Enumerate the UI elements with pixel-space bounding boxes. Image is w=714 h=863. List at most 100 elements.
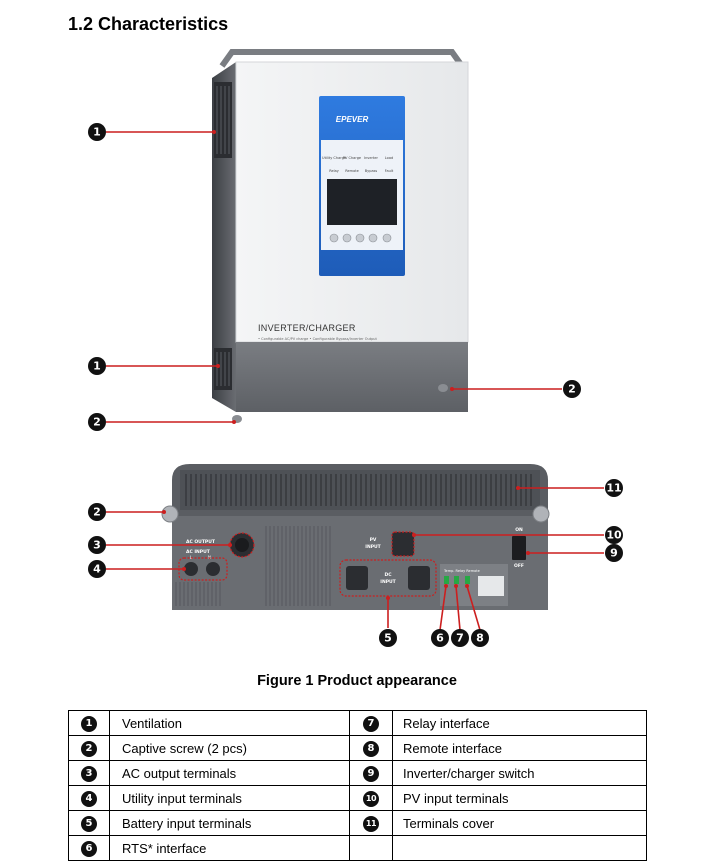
panel-button-left[interactable] <box>342 233 352 243</box>
utility-input-terminal-l <box>184 562 198 576</box>
legend-number-cell: 6 <box>68 835 110 861</box>
switch-on-label: ON <box>515 527 523 533</box>
battery-input-terminal-neg <box>408 566 430 590</box>
legend-number: 6 <box>81 841 97 857</box>
panel-button-right[interactable] <box>355 233 365 243</box>
callout-4: 4 <box>88 560 106 578</box>
bottom-view-leaders <box>106 486 604 631</box>
legend-row: 4 Utility input terminals 10 PV input termi… <box>68 785 647 811</box>
legend-label: PV input terminals <box>392 785 647 811</box>
legend-row: 1 Ventilation 7 Relay interface <box>68 710 647 736</box>
callout-2-left: 2 <box>88 413 106 431</box>
indicator-label: Remote <box>345 169 359 173</box>
ac-output-label: AC OUTPUT <box>186 539 216 545</box>
svg-text:1: 1 <box>93 126 101 139</box>
legend-number: 2 <box>81 741 97 757</box>
legend-label: Utility input terminals <box>109 785 350 811</box>
rts-port <box>444 576 449 584</box>
legend-label: AC output terminals <box>109 760 350 786</box>
legend-row: 2 Captive screw (2 pcs) 8 Remote interface <box>68 735 647 761</box>
indicator-label: Fault <box>385 169 394 173</box>
callout-1-bottom: 1 <box>88 357 106 375</box>
svg-text:1: 1 <box>93 360 101 373</box>
dc-input-label: DC <box>384 572 392 578</box>
legend-label: Inverter/charger switch <box>392 760 647 786</box>
ventilation-top <box>214 82 232 158</box>
callout-7: 7 <box>451 629 469 647</box>
indicator-label: Load <box>385 156 393 160</box>
pv-input-terminal <box>391 531 415 557</box>
legend-number: 8 <box>363 741 379 757</box>
legend-number: 1 <box>81 716 97 732</box>
legend-table: 1 Ventilation 7 Relay interface 2 Captive scr… <box>68 710 647 861</box>
legend-label <box>392 835 647 861</box>
ventilation-bottom <box>214 348 232 390</box>
section-title: 1.2 Characteristics <box>68 14 229 34</box>
legend-number: 10 <box>363 791 379 807</box>
legend-number: 11 <box>363 816 379 832</box>
relay-port <box>454 576 459 584</box>
inverter-charger-switch[interactable] <box>512 536 526 560</box>
pv-input-label: PV <box>370 537 377 543</box>
model-label: INVERTER/CHARGER <box>258 323 356 333</box>
legend-number: 7 <box>363 716 379 732</box>
lcd-screen <box>327 179 397 225</box>
svg-text:5: 5 <box>384 632 392 645</box>
svg-text:2: 2 <box>93 506 101 519</box>
panel-button-esc[interactable] <box>329 233 339 243</box>
model-sublabel: • Configurable AC/PV charge • Configurab… <box>258 337 378 341</box>
legend-number: 3 <box>81 766 97 782</box>
legend-label: Battery input terminals <box>109 810 350 836</box>
legend-label: Captive screw (2 pcs) <box>109 735 350 761</box>
indicator-labels: Utility Charge PV Charge Inverter Load R… <box>322 156 394 173</box>
panel-button-enter[interactable] <box>368 233 378 243</box>
callout-8: 8 <box>471 629 489 647</box>
callout-3: 3 <box>88 536 106 554</box>
indicator-label: PV Charge <box>343 156 361 160</box>
callout-5: 5 <box>379 629 397 647</box>
legend-number-cell: 5 <box>68 810 110 836</box>
panel-buttons <box>329 233 392 243</box>
svg-text:9: 9 <box>610 547 618 560</box>
panel-button-power[interactable] <box>382 233 392 243</box>
indicator-label: Inverter <box>364 156 378 160</box>
switch-off-label: OFF <box>514 563 524 569</box>
callout-11: 11 <box>605 479 623 497</box>
product-figure: EPEVER Utility Charge PV Charge Inverter… <box>88 49 623 647</box>
legend-number-cell: 10 <box>349 785 393 811</box>
callout-10: 10 <box>605 526 623 544</box>
callout-2-bottom-view: 2 <box>88 503 106 521</box>
captive-screw-right <box>438 384 448 392</box>
svg-text:7: 7 <box>456 632 464 645</box>
legend-number: 4 <box>81 791 97 807</box>
indicator-label: Bypass <box>365 169 378 173</box>
legend-number-cell: 11 <box>349 810 393 836</box>
legend-number-cell: 1 <box>68 710 110 736</box>
svg-text:4: 4 <box>93 563 101 576</box>
legend-number-cell <box>349 835 393 861</box>
legend-label: Remote interface <box>392 735 647 761</box>
pv-input-label-2: INPUT <box>365 544 381 550</box>
legend-label: RTS* interface <box>109 835 350 861</box>
info-label <box>478 576 504 596</box>
brand-logo: EPEVER <box>336 115 369 124</box>
captive-screw-bottom-right <box>532 505 550 523</box>
svg-text:10: 10 <box>606 529 622 542</box>
callout-6: 6 <box>431 629 449 647</box>
legend-number-cell: 3 <box>68 760 110 786</box>
callout-9: 9 <box>605 544 623 562</box>
legend-label: Ventilation <box>109 710 350 736</box>
signal-interface-header: Temp. Relay Remote <box>443 569 480 573</box>
legend-number: 9 <box>363 766 379 782</box>
terminals-cover <box>180 470 540 510</box>
figure-caption: Figure 1 Product appearance <box>257 673 457 689</box>
indicator-label: Utility Charge <box>322 156 346 160</box>
utility-input-terminal-n <box>206 562 220 576</box>
svg-text:3: 3 <box>93 539 101 552</box>
legend-label: Relay interface <box>392 710 647 736</box>
legend-number-cell: 2 <box>68 735 110 761</box>
svg-text:2: 2 <box>568 383 576 396</box>
svg-text:6: 6 <box>436 632 444 645</box>
legend-number-cell: 7 <box>349 710 393 736</box>
